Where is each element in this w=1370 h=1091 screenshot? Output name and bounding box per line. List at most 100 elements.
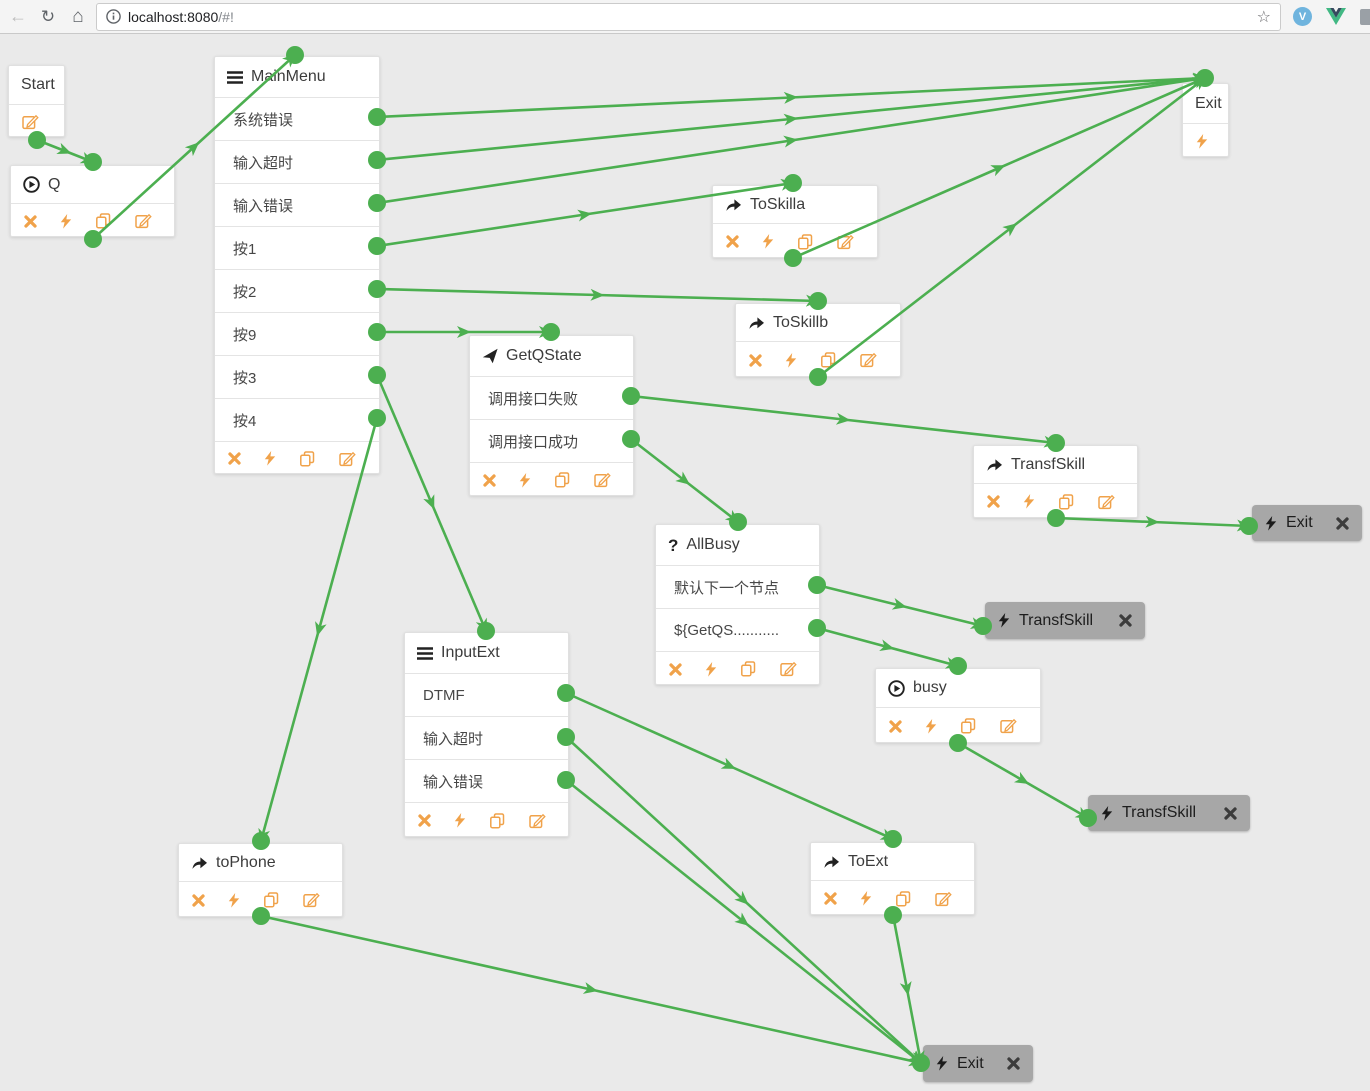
edit-icon[interactable]	[935, 891, 952, 907]
edit-icon[interactable]	[135, 213, 152, 229]
bookmark-star-icon[interactable]: ☆	[1256, 8, 1271, 26]
copy-icon[interactable]	[95, 213, 112, 229]
edit-icon[interactable]	[780, 661, 797, 677]
delete-icon[interactable]	[483, 473, 496, 487]
node-header: toPhone	[179, 844, 342, 881]
edit-icon[interactable]	[339, 451, 356, 467]
play-icon	[888, 679, 905, 697]
delete-icon[interactable]	[418, 814, 431, 827]
node-header: Exit	[1183, 84, 1228, 123]
node-item: 系统错误	[215, 97, 379, 140]
lightning-icon[interactable]	[228, 892, 240, 908]
edit-icon[interactable]	[22, 114, 39, 130]
lightning-icon[interactable]	[1023, 494, 1035, 509]
close-icon[interactable]	[1224, 806, 1237, 820]
forward-arrow-icon	[823, 855, 840, 869]
node-title: busy	[913, 679, 947, 696]
url-host: localhost:8080	[128, 8, 219, 25]
copy-icon[interactable]	[1058, 493, 1075, 510]
node-transfskill-gray-1[interactable]: TransfSkill	[985, 602, 1145, 639]
node-transfskill-gray-2[interactable]: TransfSkill	[1088, 795, 1250, 831]
back-arrow-icon[interactable]: ←	[9, 6, 27, 26]
node-toskilla[interactable]: ToSkilla	[712, 185, 878, 258]
node-item: 输入超时	[405, 716, 568, 759]
reload-icon[interactable]: ↻	[40, 6, 56, 26]
delete-icon[interactable]	[24, 214, 37, 228]
node-transfskill[interactable]: TransfSkill	[973, 445, 1138, 518]
lightning-icon[interactable]	[519, 472, 531, 488]
node-exit-top[interactable]: Exit	[1182, 83, 1229, 157]
edit-icon[interactable]	[303, 892, 320, 908]
url-text: localhost:8080/#!	[128, 9, 234, 25]
node-header: InputExt	[405, 633, 568, 673]
copy-icon[interactable]	[554, 472, 571, 488]
copy-icon[interactable]	[299, 450, 316, 467]
edit-icon[interactable]	[594, 472, 611, 488]
node-footer	[713, 223, 877, 259]
delete-icon[interactable]	[987, 495, 1000, 508]
page-info-icon[interactable]	[106, 9, 121, 24]
node-toext[interactable]: ToExt	[810, 842, 975, 915]
lightning-icon[interactable]	[762, 234, 774, 249]
lightning-icon[interactable]	[1196, 133, 1208, 149]
node-title: TransfSkill	[1019, 611, 1094, 629]
node-title: toPhone	[216, 853, 276, 871]
node-toskillb[interactable]: ToSkillb	[735, 303, 901, 377]
node-footer	[974, 483, 1137, 519]
node-exit-gray-1[interactable]: Exit	[1252, 505, 1362, 541]
lightning-icon[interactable]	[860, 891, 872, 906]
delete-icon[interactable]	[228, 452, 241, 465]
node-item: ${GetQS...........	[656, 608, 819, 651]
browser-edge-icon[interactable]	[1360, 8, 1370, 25]
node-exit-gray-2[interactable]: Exit	[923, 1045, 1033, 1082]
delete-icon[interactable]	[669, 662, 682, 676]
lightning-icon[interactable]	[925, 718, 937, 734]
node-item: 调用接口成功	[470, 419, 633, 462]
node-title: ToSkilla	[750, 195, 806, 213]
close-icon[interactable]	[1336, 516, 1349, 530]
lightning-icon[interactable]	[785, 352, 797, 368]
close-icon[interactable]	[1119, 614, 1132, 627]
edit-icon[interactable]	[1098, 494, 1115, 510]
node-q[interactable]: Q	[10, 165, 175, 237]
copy-icon[interactable]	[489, 812, 506, 829]
blue-v-extension-icon[interactable]: V	[1293, 7, 1312, 26]
forward-arrow-icon	[725, 198, 742, 212]
lightning-icon[interactable]	[705, 661, 717, 677]
copy-icon[interactable]	[960, 718, 977, 734]
copy-icon[interactable]	[263, 892, 280, 908]
edit-icon[interactable]	[860, 352, 877, 368]
url-bar[interactable]: localhost:8080/#! ☆	[96, 2, 1281, 31]
close-icon[interactable]	[1007, 1057, 1020, 1070]
lightning-icon	[1101, 805, 1113, 821]
copy-icon[interactable]	[740, 661, 757, 677]
node-header: ToSkillb	[736, 304, 900, 341]
edit-icon[interactable]	[1000, 718, 1017, 734]
edit-icon[interactable]	[837, 234, 854, 250]
node-title: Exit	[1286, 514, 1313, 531]
copy-icon[interactable]	[820, 352, 837, 368]
delete-icon[interactable]	[192, 893, 205, 907]
node-busy[interactable]: busy	[875, 668, 1041, 743]
send-icon	[482, 348, 498, 364]
node-item: 按4	[215, 398, 379, 441]
node-footer	[405, 802, 568, 838]
lightning-icon[interactable]	[264, 451, 276, 466]
node-start[interactable]: Start	[8, 65, 65, 137]
copy-icon[interactable]	[895, 890, 912, 907]
home-icon[interactable]: ⌂	[72, 5, 84, 27]
delete-icon[interactable]	[889, 719, 902, 733]
delete-icon[interactable]	[749, 353, 762, 367]
lightning-icon[interactable]	[60, 213, 72, 229]
node-tophone[interactable]: toPhone	[178, 843, 343, 917]
edit-icon[interactable]	[529, 813, 546, 829]
delete-icon[interactable]	[824, 892, 837, 905]
lightning-icon[interactable]	[454, 813, 466, 828]
delete-icon[interactable]	[726, 235, 739, 248]
vue-devtools-icon[interactable]	[1326, 8, 1346, 25]
copy-icon[interactable]	[797, 233, 814, 250]
